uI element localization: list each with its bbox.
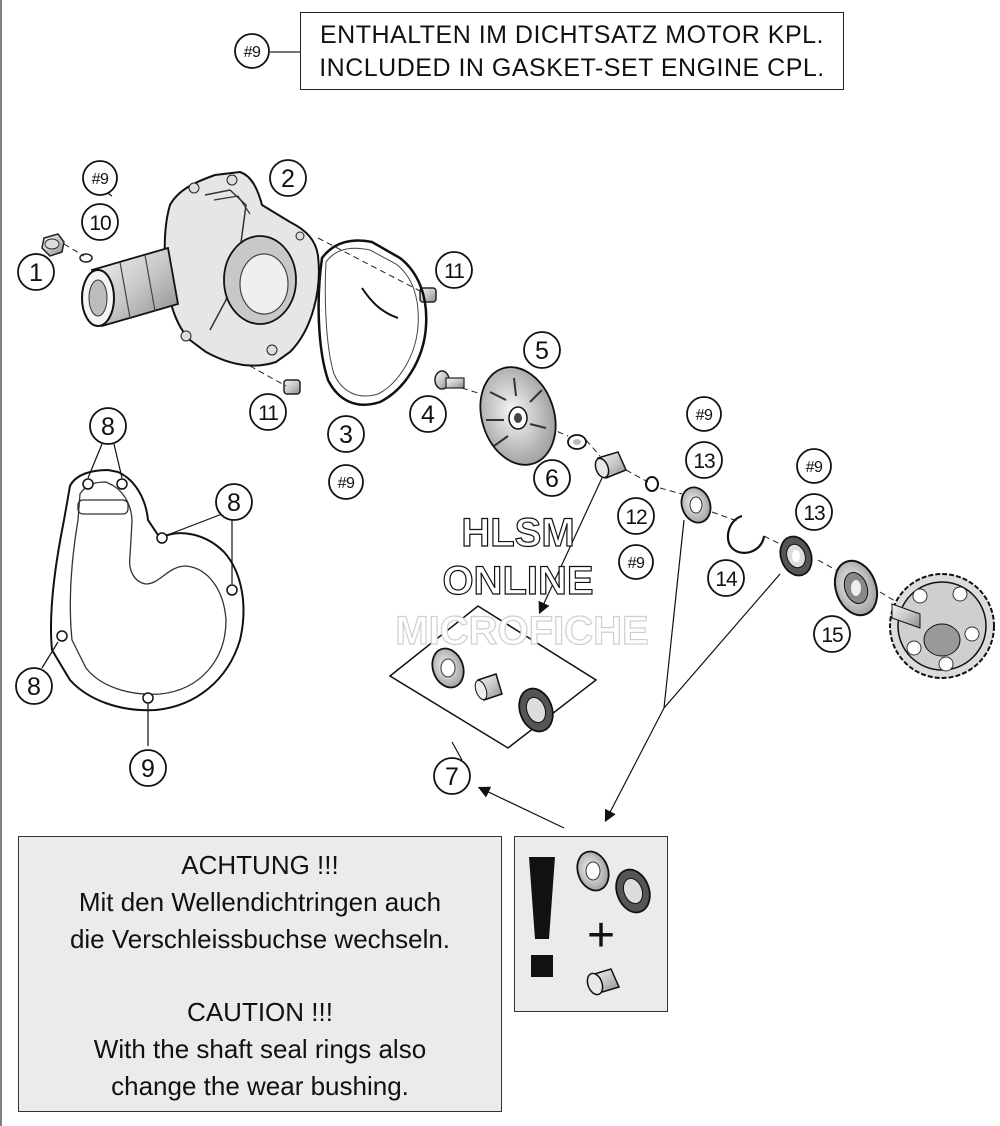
callout-3: 3 bbox=[339, 421, 353, 449]
cover-gasket-part bbox=[317, 239, 428, 407]
note-line-english: INCLUDED IN GASKET-SET ENGINE CPL. bbox=[319, 54, 825, 82]
callout-2: 2 bbox=[281, 165, 295, 193]
watermark-line-3: MICROFICHE bbox=[395, 609, 648, 653]
callout-11-upper: 11 bbox=[444, 260, 464, 283]
replacement-icon-box: + bbox=[514, 836, 668, 1012]
shaft-seal-right-part bbox=[779, 535, 813, 577]
callout-8-right: 8 bbox=[227, 489, 241, 517]
pump-gasket-outline bbox=[49, 468, 245, 712]
callout-1: 1 bbox=[29, 259, 43, 287]
shaft-seal-icon bbox=[576, 850, 651, 914]
impeller-part bbox=[479, 366, 557, 466]
gasket-set-note: ENTHALTEN IM DICHTSATZ MOTOR KPL. INCLUD… bbox=[300, 12, 844, 90]
plus-sign: + bbox=[587, 909, 615, 962]
callout-8-left: 8 bbox=[27, 673, 41, 701]
bolt-part bbox=[41, 233, 65, 257]
exclamation-icon bbox=[529, 857, 555, 977]
caution-title-german: ACHTUNG !!! bbox=[181, 850, 339, 880]
caution-box: ACHTUNG !!! Mit den Wellendichtringen au… bbox=[18, 836, 502, 1112]
wear-bushing-part bbox=[594, 451, 628, 479]
callout-13-left: 13 bbox=[693, 450, 715, 473]
callout-labels bbox=[15, 33, 851, 795]
pump-cover-part bbox=[81, 170, 320, 367]
seal-kit-box bbox=[388, 605, 598, 761]
callout-4: 4 bbox=[421, 401, 435, 429]
shaft-seal-left-part bbox=[680, 486, 712, 524]
kit-marker-13-right: #9 bbox=[806, 459, 823, 476]
callout-5: 5 bbox=[535, 337, 549, 365]
note-line-german: ENTHALTEN IM DICHTSATZ MOTOR KPL. bbox=[319, 21, 825, 49]
caution-text-german-1: Mit den Wellendichtringen auch bbox=[78, 887, 442, 917]
watermark-line-1: HLSM bbox=[461, 511, 574, 555]
o-ring-part bbox=[645, 476, 659, 492]
kit-marker-note: #9 bbox=[244, 44, 261, 61]
pump-gear-part bbox=[889, 573, 995, 679]
callout-14: 14 bbox=[715, 568, 738, 591]
caution-title-english: CAUTION !!! bbox=[187, 997, 333, 1027]
callout-6: 6 bbox=[545, 465, 559, 493]
bearing-part bbox=[833, 559, 879, 617]
callout-12: 12 bbox=[625, 506, 647, 529]
kit-marker-13-left: #9 bbox=[696, 407, 713, 424]
kit-marker-10: #9 bbox=[92, 171, 109, 188]
caution-text-german-2: die Verschleissbuchse wechseln. bbox=[69, 924, 451, 954]
caution-text-english-2: change the wear bushing. bbox=[111, 1071, 409, 1101]
callout-13-right: 13 bbox=[803, 502, 825, 525]
callout-9: 9 bbox=[141, 755, 155, 783]
impeller-washer-part bbox=[567, 434, 587, 450]
washer-part bbox=[79, 253, 93, 263]
kit-marker-12: #9 bbox=[628, 555, 645, 572]
watermark: HLSM ONLINE MICROFICHE bbox=[395, 510, 650, 653]
callout-8-top: 8 bbox=[101, 413, 115, 441]
callout-15: 15 bbox=[821, 624, 843, 647]
circlip-part bbox=[726, 514, 766, 554]
callout-10: 10 bbox=[89, 212, 111, 235]
wear-bushing-icon bbox=[586, 968, 621, 996]
callout-7: 7 bbox=[445, 763, 459, 791]
dowel-pin-lower bbox=[283, 379, 301, 395]
caution-text-english-1: With the shaft seal rings also bbox=[93, 1034, 427, 1064]
callout-11-lower: 11 bbox=[258, 402, 278, 425]
kit-marker-3: #9 bbox=[338, 475, 355, 492]
watermark-line-2: ONLINE bbox=[442, 559, 593, 603]
impeller-bolt-part bbox=[434, 370, 465, 390]
leader-lines bbox=[41, 191, 781, 829]
